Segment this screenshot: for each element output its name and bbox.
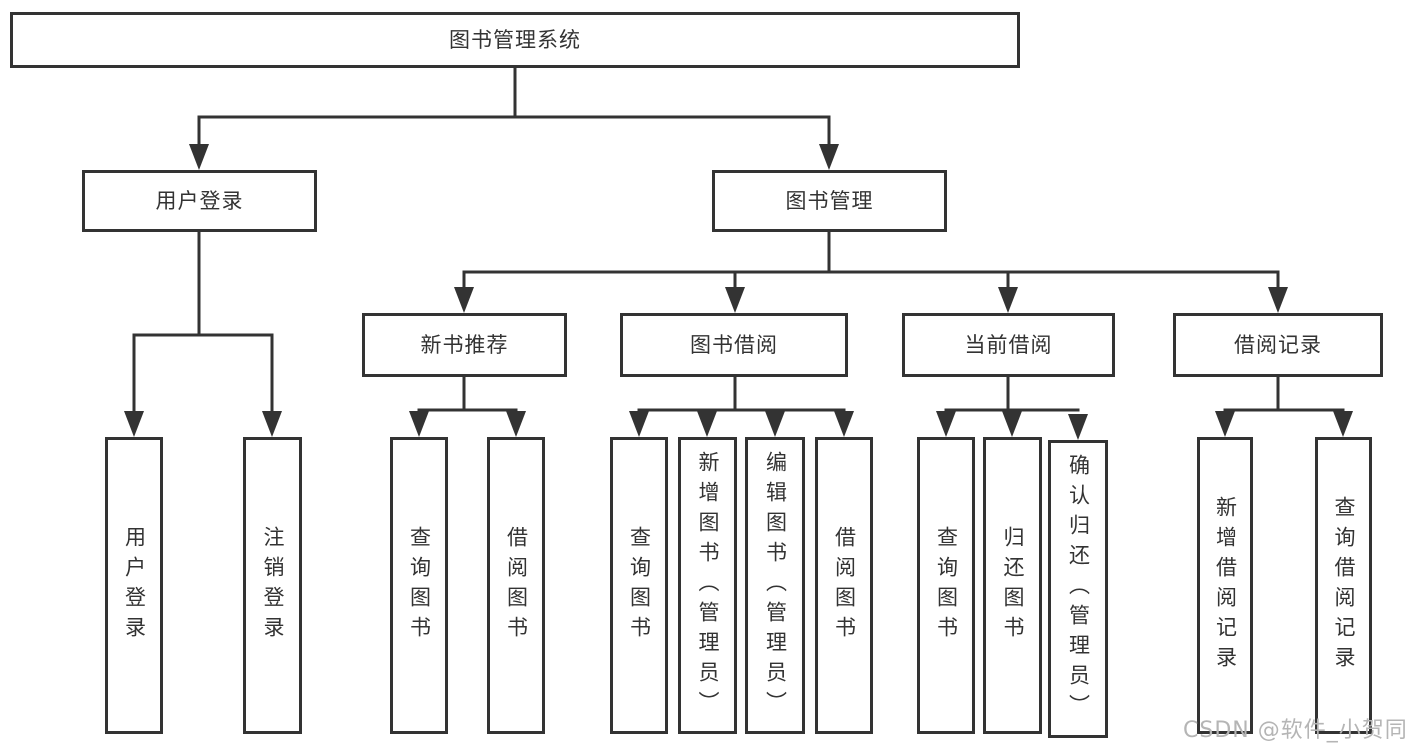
connector-bookborrow-children (629, 375, 854, 437)
leaf-add-borrow-record-label: 新增借阅记录 (1213, 495, 1238, 676)
leaf-query-books-2: 查询图书 (610, 437, 668, 734)
leaf-user-login-label: 用户登录 (122, 525, 147, 646)
leaf-edit-books-admin: 编辑图书（管理员） (745, 437, 805, 734)
connector-currentborrow-children (936, 375, 1088, 440)
node-root-label: 图书管理系统 (449, 27, 581, 52)
node-user-login: 用户登录 (82, 170, 317, 232)
csdn-watermark: CSDN @软件_小贺同学 (1183, 718, 1405, 743)
connector-userlogin-children (124, 230, 282, 437)
node-new-book-recommend-label: 新书推荐 (420, 332, 509, 357)
leaf-borrow-books-2-label: 借阅图书 (832, 525, 857, 646)
node-current-borrowing-label: 当前借阅 (964, 332, 1053, 357)
node-new-book-recommend: 新书推荐 (362, 313, 567, 377)
node-root: 图书管理系统 (10, 12, 1020, 68)
leaf-query-borrow-record: 查询借阅记录 (1315, 437, 1372, 734)
leaf-query-books-1-label: 查询图书 (407, 525, 432, 646)
leaf-return-books-label: 归还图书 (1001, 525, 1026, 646)
node-user-login-label: 用户登录 (155, 188, 244, 213)
node-borrowing-records: 借阅记录 (1173, 313, 1383, 377)
leaf-query-books-3: 查询图书 (917, 437, 975, 734)
connector-root-to-level2 (189, 66, 839, 170)
leaf-logout-label: 注销登录 (261, 525, 286, 646)
node-current-borrowing: 当前借阅 (902, 313, 1115, 377)
leaf-add-borrow-record: 新增借阅记录 (1197, 437, 1253, 734)
leaf-add-books-admin: 新增图书（管理员） (678, 437, 737, 734)
leaf-add-books-admin-label: 新增图书（管理员） (696, 450, 721, 721)
leaf-confirm-return-admin-label: 确认归还（管理员） (1066, 454, 1091, 724)
connector-borrowrecords-children (1215, 375, 1353, 437)
node-book-management-label: 图书管理 (785, 188, 874, 213)
leaf-borrow-books-1: 借阅图书 (487, 437, 545, 734)
connector-newbookrec-children (409, 375, 526, 437)
leaf-borrow-books-1-label: 借阅图书 (504, 525, 529, 646)
leaf-edit-books-admin-label: 编辑图书（管理员） (763, 450, 788, 721)
leaf-return-books: 归还图书 (983, 437, 1042, 734)
leaf-query-borrow-record-label: 查询借阅记录 (1332, 495, 1357, 676)
leaf-borrow-books-2: 借阅图书 (815, 437, 873, 734)
leaf-logout: 注销登录 (243, 437, 302, 734)
node-book-borrowing-label: 图书借阅 (690, 332, 778, 357)
leaf-confirm-return-admin: 确认归还（管理员） (1048, 440, 1108, 738)
leaf-query-books-1: 查询图书 (390, 437, 448, 734)
connector-bookmgmt-children (454, 230, 1288, 313)
node-book-borrowing: 图书借阅 (620, 313, 848, 377)
leaf-user-login: 用户登录 (105, 437, 163, 734)
node-book-management: 图书管理 (712, 170, 947, 232)
node-borrowing-records-label: 借阅记录 (1234, 332, 1322, 357)
leaf-query-books-2-label: 查询图书 (627, 525, 652, 646)
leaf-query-books-3-label: 查询图书 (934, 525, 959, 646)
